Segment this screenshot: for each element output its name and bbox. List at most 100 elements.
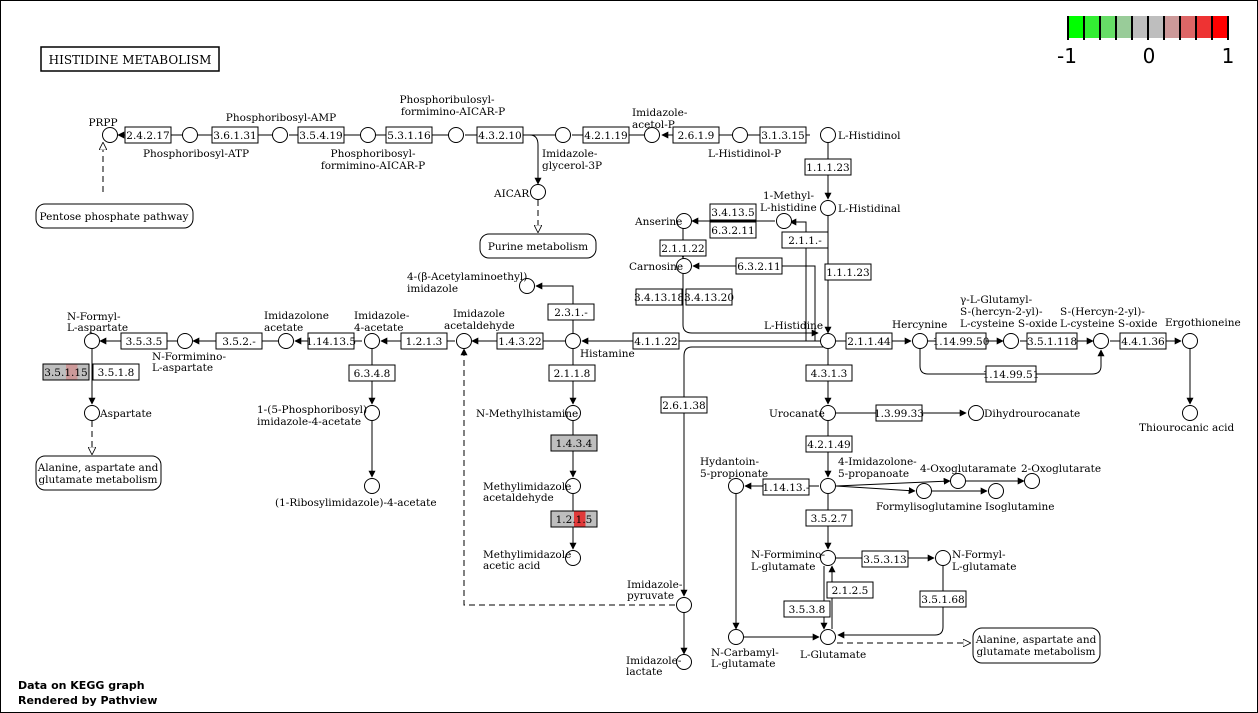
enzyme-box[interactable] [824,263,872,281]
compound-node[interactable] [530,184,546,200]
enzyme-2-6-1-38[interactable]: 2.6.1.38 [660,396,708,414]
enzyme-box[interactable] [1119,332,1167,350]
enzyme-1-14-13-5[interactable]: 1.14.13.5 [306,332,356,350]
enzyme-box[interactable] [804,158,852,176]
enzyme-3-4-13-5[interactable]: 3.4.13.5 [709,203,757,221]
enzyme-box[interactable] [476,126,524,144]
compound-node[interactable] [448,127,464,143]
enzyme-1-14-99-51[interactable]: 1.14.99.51 [983,365,1040,383]
enzyme-box[interactable] [635,288,683,306]
enzyme-2-6-1-9[interactable]: 2.6.1.9 [672,126,720,144]
enzyme-box[interactable] [307,332,355,350]
compound-node[interactable] [84,405,100,421]
enzyme-box[interactable] [348,364,396,382]
enzyme-box[interactable] [672,126,720,144]
enzyme-box[interactable] [805,509,853,527]
enzyme-3-5-3-8[interactable]: 3.5.3.8 [783,600,831,618]
enzyme-2-4-2-17[interactable]: 2.4.2.17 [124,126,172,144]
enzyme-1-4-3-22[interactable]: 1.4.3.22 [496,332,544,350]
compound-node[interactable] [278,333,294,349]
enzyme-box[interactable] [762,478,810,496]
compound-node[interactable] [820,550,836,566]
enzyme-3-5-2--[interactable]: 3.5.2.- [215,332,263,350]
enzyme-4-1-1-22[interactable]: 4.1.1.22 [632,332,680,350]
map-alanine-1[interactable] [35,455,162,491]
enzyme-box[interactable] [120,332,168,350]
enzyme-4-3-2-10[interactable]: 4.3.2.10 [476,126,524,144]
enzyme-box[interactable] [861,550,909,568]
enzyme-box[interactable] [935,332,987,350]
enzyme-box[interactable] [709,203,757,221]
enzyme-box[interactable] [685,288,733,306]
compound-node[interactable] [555,127,571,143]
enzyme-box[interactable] [919,590,967,608]
enzyme-2-1-2-5[interactable]: 2.1.2.5 [826,581,874,599]
enzyme-4-2-1-49[interactable]: 4.2.1.49 [805,435,853,453]
enzyme-box[interactable] [660,396,708,414]
compound-node[interactable] [916,483,932,499]
enzyme-box[interactable] [124,126,172,144]
enzyme-3-5-3-13[interactable]: 3.5.3.13 [861,550,909,568]
compound-node[interactable] [565,478,581,494]
enzyme-box[interactable] [985,365,1037,383]
compound-node[interactable] [182,127,198,143]
compound-node[interactable] [565,333,581,349]
compound-node[interactable] [732,127,748,143]
compound-node[interactable] [565,405,581,421]
enzyme-1-4-3-4[interactable]: 1.4.3.4 [550,434,598,452]
enzyme-box[interactable] [845,332,893,350]
enzyme-box[interactable] [632,332,680,350]
compound-node[interactable] [177,333,193,349]
compound-node[interactable] [820,629,836,645]
compound-node[interactable] [565,550,581,566]
enzyme-box[interactable] [783,600,831,618]
enzyme-2-1-1-22[interactable]: 2.1.1.22 [659,239,707,257]
compound-node[interactable] [272,127,288,143]
enzyme-box[interactable] [400,332,448,350]
enzyme-4-4-1-36[interactable]: 4.4.1.36 [1119,332,1167,350]
compound-node[interactable] [676,654,692,670]
compound-node[interactable] [820,127,836,143]
enzyme-box[interactable] [297,126,345,144]
enzyme-2-1-1-44[interactable]: 2.1.1.44 [845,332,893,350]
compound-node[interactable] [519,278,535,294]
enzyme-2-3-1--[interactable]: 2.3.1.- [547,303,595,321]
compound-node[interactable] [728,478,744,494]
enzyme-box[interactable] [781,231,829,249]
compound-node[interactable] [728,629,744,645]
enzyme-6-3-2-11[interactable]: 6.3.2.11 [735,257,783,275]
map-purine[interactable] [479,233,597,259]
compound-node[interactable] [820,478,836,494]
enzyme-box[interactable] [659,239,707,257]
compound-node[interactable] [912,333,928,349]
compound-node[interactable] [950,473,966,489]
compound-node[interactable] [935,550,951,566]
enzyme-box[interactable] [582,126,630,144]
compound-node[interactable] [676,258,692,274]
enzyme-box[interactable] [496,332,544,350]
compound-node[interactable] [364,405,380,421]
enzyme-4-3-1-3[interactable]: 4.3.1.3 [805,364,853,382]
enzyme-1-1-1-23[interactable]: 1.1.1.23 [804,158,852,176]
enzyme-1-3-99-33[interactable]: 1.3.99.33 [874,404,924,422]
enzyme-3-5-3-5[interactable]: 3.5.3.5 [120,332,168,350]
enzyme-box[interactable] [385,126,433,144]
enzyme-box[interactable] [805,364,853,382]
enzyme-box[interactable] [211,126,259,144]
enzyme-3-5-1-118[interactable]: 3.5.1.118 [1026,332,1078,350]
enzyme-box[interactable] [709,221,757,239]
compound-node[interactable] [820,200,836,216]
compound-node[interactable] [1182,333,1198,349]
enzyme-6-3-2-11[interactable]: 6.3.2.11 [709,221,757,239]
compound-node[interactable] [676,213,692,229]
enzyme-box[interactable] [92,363,140,381]
enzyme-1-2-1-5[interactable]: 1.2.1.5 [550,510,598,528]
enzyme-box[interactable] [826,581,874,599]
enzyme-4-2-1-19[interactable]: 4.2.1.19 [582,126,630,144]
compound-node[interactable] [364,333,380,349]
compound-node[interactable] [820,333,836,349]
compound-node[interactable] [776,213,792,229]
enzyme-1-14-13--[interactable]: 1.14.13.- [762,478,810,496]
compound-node[interactable] [676,597,692,613]
enzyme-5-3-1-16[interactable]: 5.3.1.16 [385,126,433,144]
